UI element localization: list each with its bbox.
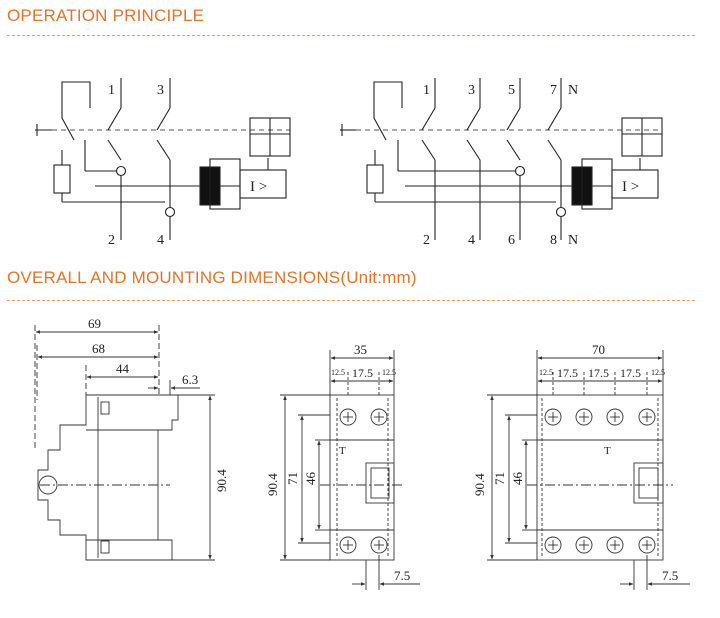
- terminal-label: 4: [157, 233, 164, 248]
- dimension-edge-right: 12.5: [651, 368, 665, 377]
- toggle-label: T: [604, 445, 611, 457]
- relay-label: I >: [250, 179, 267, 195]
- terminal-label: 2: [108, 233, 115, 248]
- dimension-height: 90.4: [214, 469, 229, 492]
- dimension-width: 70: [592, 342, 605, 357]
- dimension-width: 35: [354, 342, 367, 357]
- dimension-offset: 6.3: [182, 372, 198, 387]
- terminal-label: 5: [508, 83, 515, 98]
- dimension-edge-right: 12.5: [382, 368, 396, 377]
- section-title-dimensions: OVERALL AND MOUNTING DIMENSIONS(Unit:mm): [7, 268, 417, 287]
- terminal-label: N: [568, 83, 578, 98]
- dimension-pitch: 17.5: [557, 366, 578, 380]
- front-view-4-pole: [487, 350, 690, 590]
- dimension-panel-height: 71: [492, 472, 507, 485]
- terminal-label: 3: [468, 83, 475, 98]
- schematic-4-pole: [340, 78, 663, 240]
- dimension-window-height: 46: [510, 472, 525, 486]
- dimension-overall-width: 69: [88, 316, 101, 331]
- dimension-bottom-offset: 7.5: [662, 568, 678, 583]
- terminal-label: 8: [550, 233, 557, 248]
- terminal-label: 4: [468, 233, 475, 248]
- terminal-label: 2: [423, 233, 430, 248]
- dimension-rail-width: 44: [116, 361, 130, 376]
- section-divider: [7, 35, 695, 36]
- dimension-body-width: 68: [92, 341, 105, 356]
- dimension-pitch: 17.5: [620, 366, 641, 380]
- dimension-bottom-offset: 7.5: [394, 568, 410, 583]
- terminal-label: 7: [550, 83, 557, 98]
- terminal-label: N: [568, 233, 578, 248]
- section-divider: [7, 300, 695, 301]
- terminal-label: 1: [423, 83, 430, 98]
- dimension-window-height: 46: [303, 472, 318, 486]
- side-view-drawing: [34, 325, 215, 561]
- relay-label: I >: [622, 179, 639, 195]
- dimension-height: 90.4: [265, 473, 280, 496]
- dimension-height: 90.4: [472, 473, 487, 496]
- terminal-label: 6: [508, 233, 515, 248]
- dimension-edge-left: 12.5: [331, 368, 345, 377]
- schematic-2-pole: [35, 78, 291, 240]
- dimension-pitch: 17.5: [588, 366, 609, 380]
- terminal-label: 1: [108, 83, 115, 98]
- dimension-pitch: 17.5: [352, 366, 373, 380]
- dimension-panel-height: 71: [285, 472, 300, 485]
- section-title-operation-principle: OPERATION PRINCIPLE: [7, 6, 205, 25]
- dimension-edge-left: 12.5: [539, 368, 553, 377]
- toggle-label: T: [339, 445, 346, 457]
- front-view-2-pole: [280, 350, 420, 590]
- terminal-label: 3: [157, 83, 164, 98]
